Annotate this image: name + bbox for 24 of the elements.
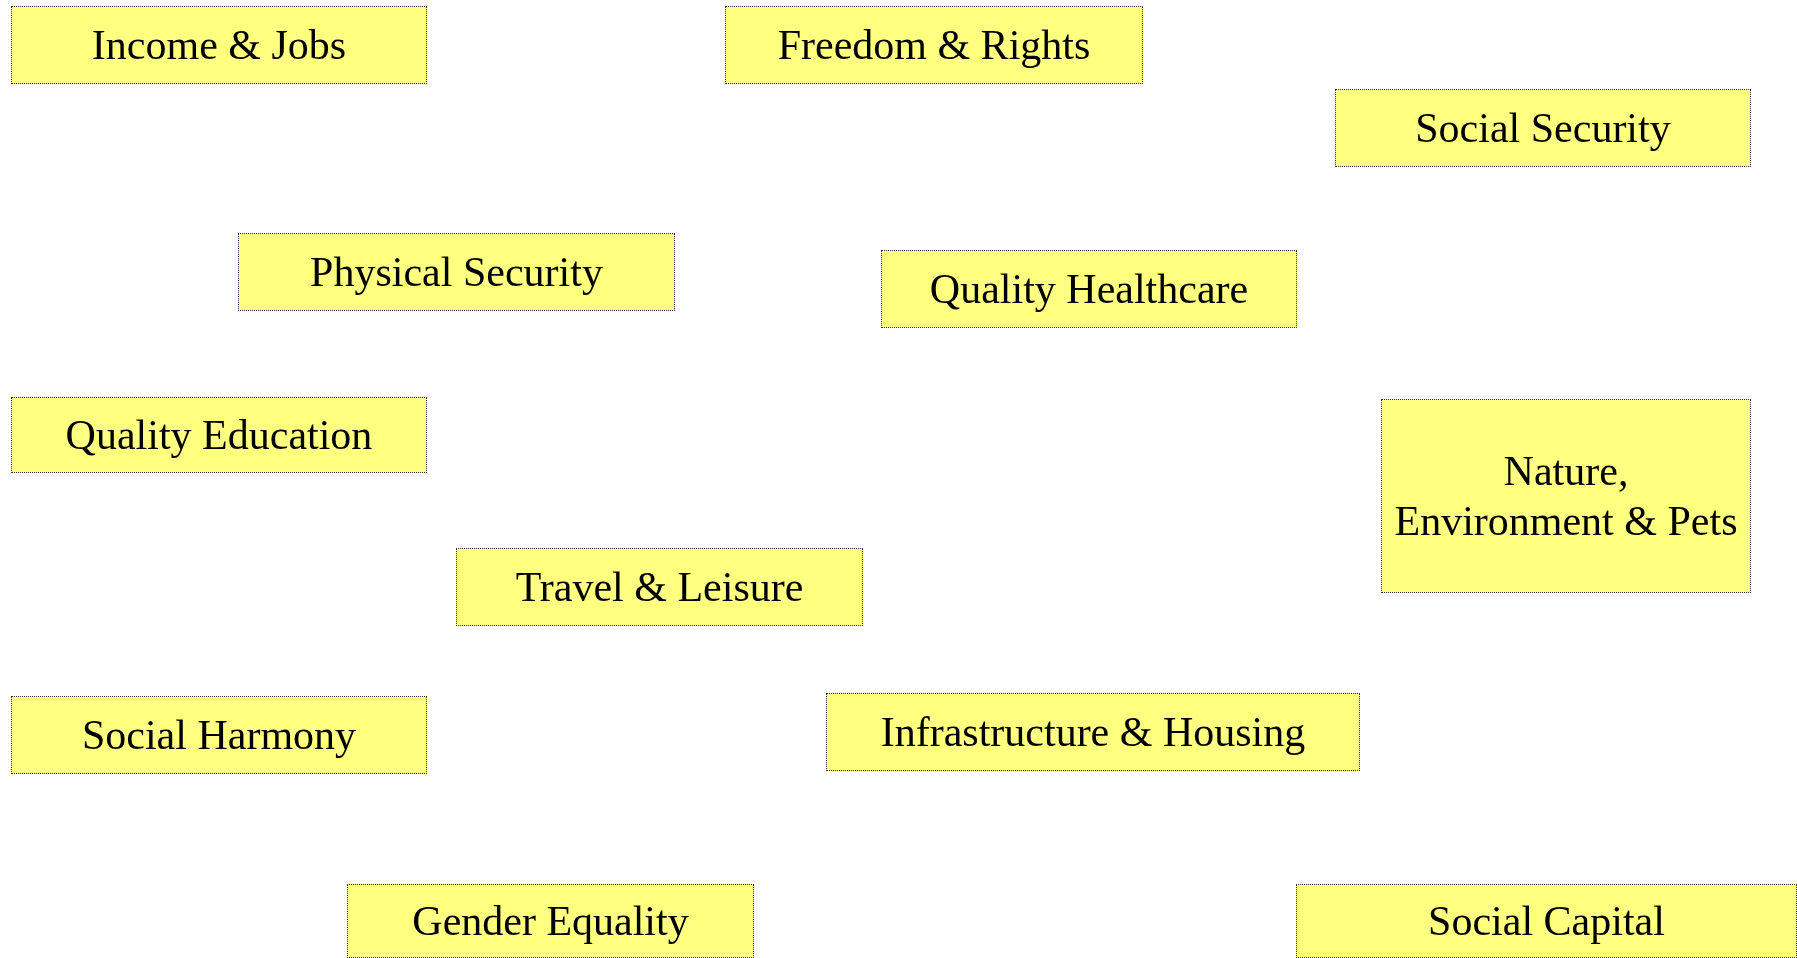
box-label: Social Harmony — [80, 710, 358, 760]
box-label: Income & Jobs — [90, 20, 348, 70]
box-label: Infrastructure & Housing — [879, 707, 1307, 757]
label-box — [881, 250, 1297, 328]
label-box — [456, 548, 863, 626]
label-box — [826, 693, 1360, 771]
label-box — [1335, 89, 1751, 167]
box-label: Travel & Leisure — [514, 562, 805, 612]
label-box — [1381, 399, 1751, 593]
box-label: Nature, Environment & Pets — [1393, 446, 1739, 546]
box-label: Quality Healthcare — [928, 264, 1250, 314]
label-box — [347, 884, 754, 958]
label-box — [11, 696, 427, 774]
box-label: Gender Equality — [411, 896, 690, 946]
box-label: Social Capital — [1427, 896, 1666, 946]
label-box — [11, 397, 427, 473]
box-label: Quality Education — [64, 410, 374, 460]
box-label: Physical Security — [309, 247, 604, 297]
label-box — [11, 6, 427, 84]
label-box — [238, 233, 675, 311]
box-label: Social Security — [1414, 103, 1672, 153]
label-box — [725, 6, 1143, 84]
label-box — [1296, 884, 1797, 958]
box-label: Freedom & Rights — [776, 20, 1092, 70]
